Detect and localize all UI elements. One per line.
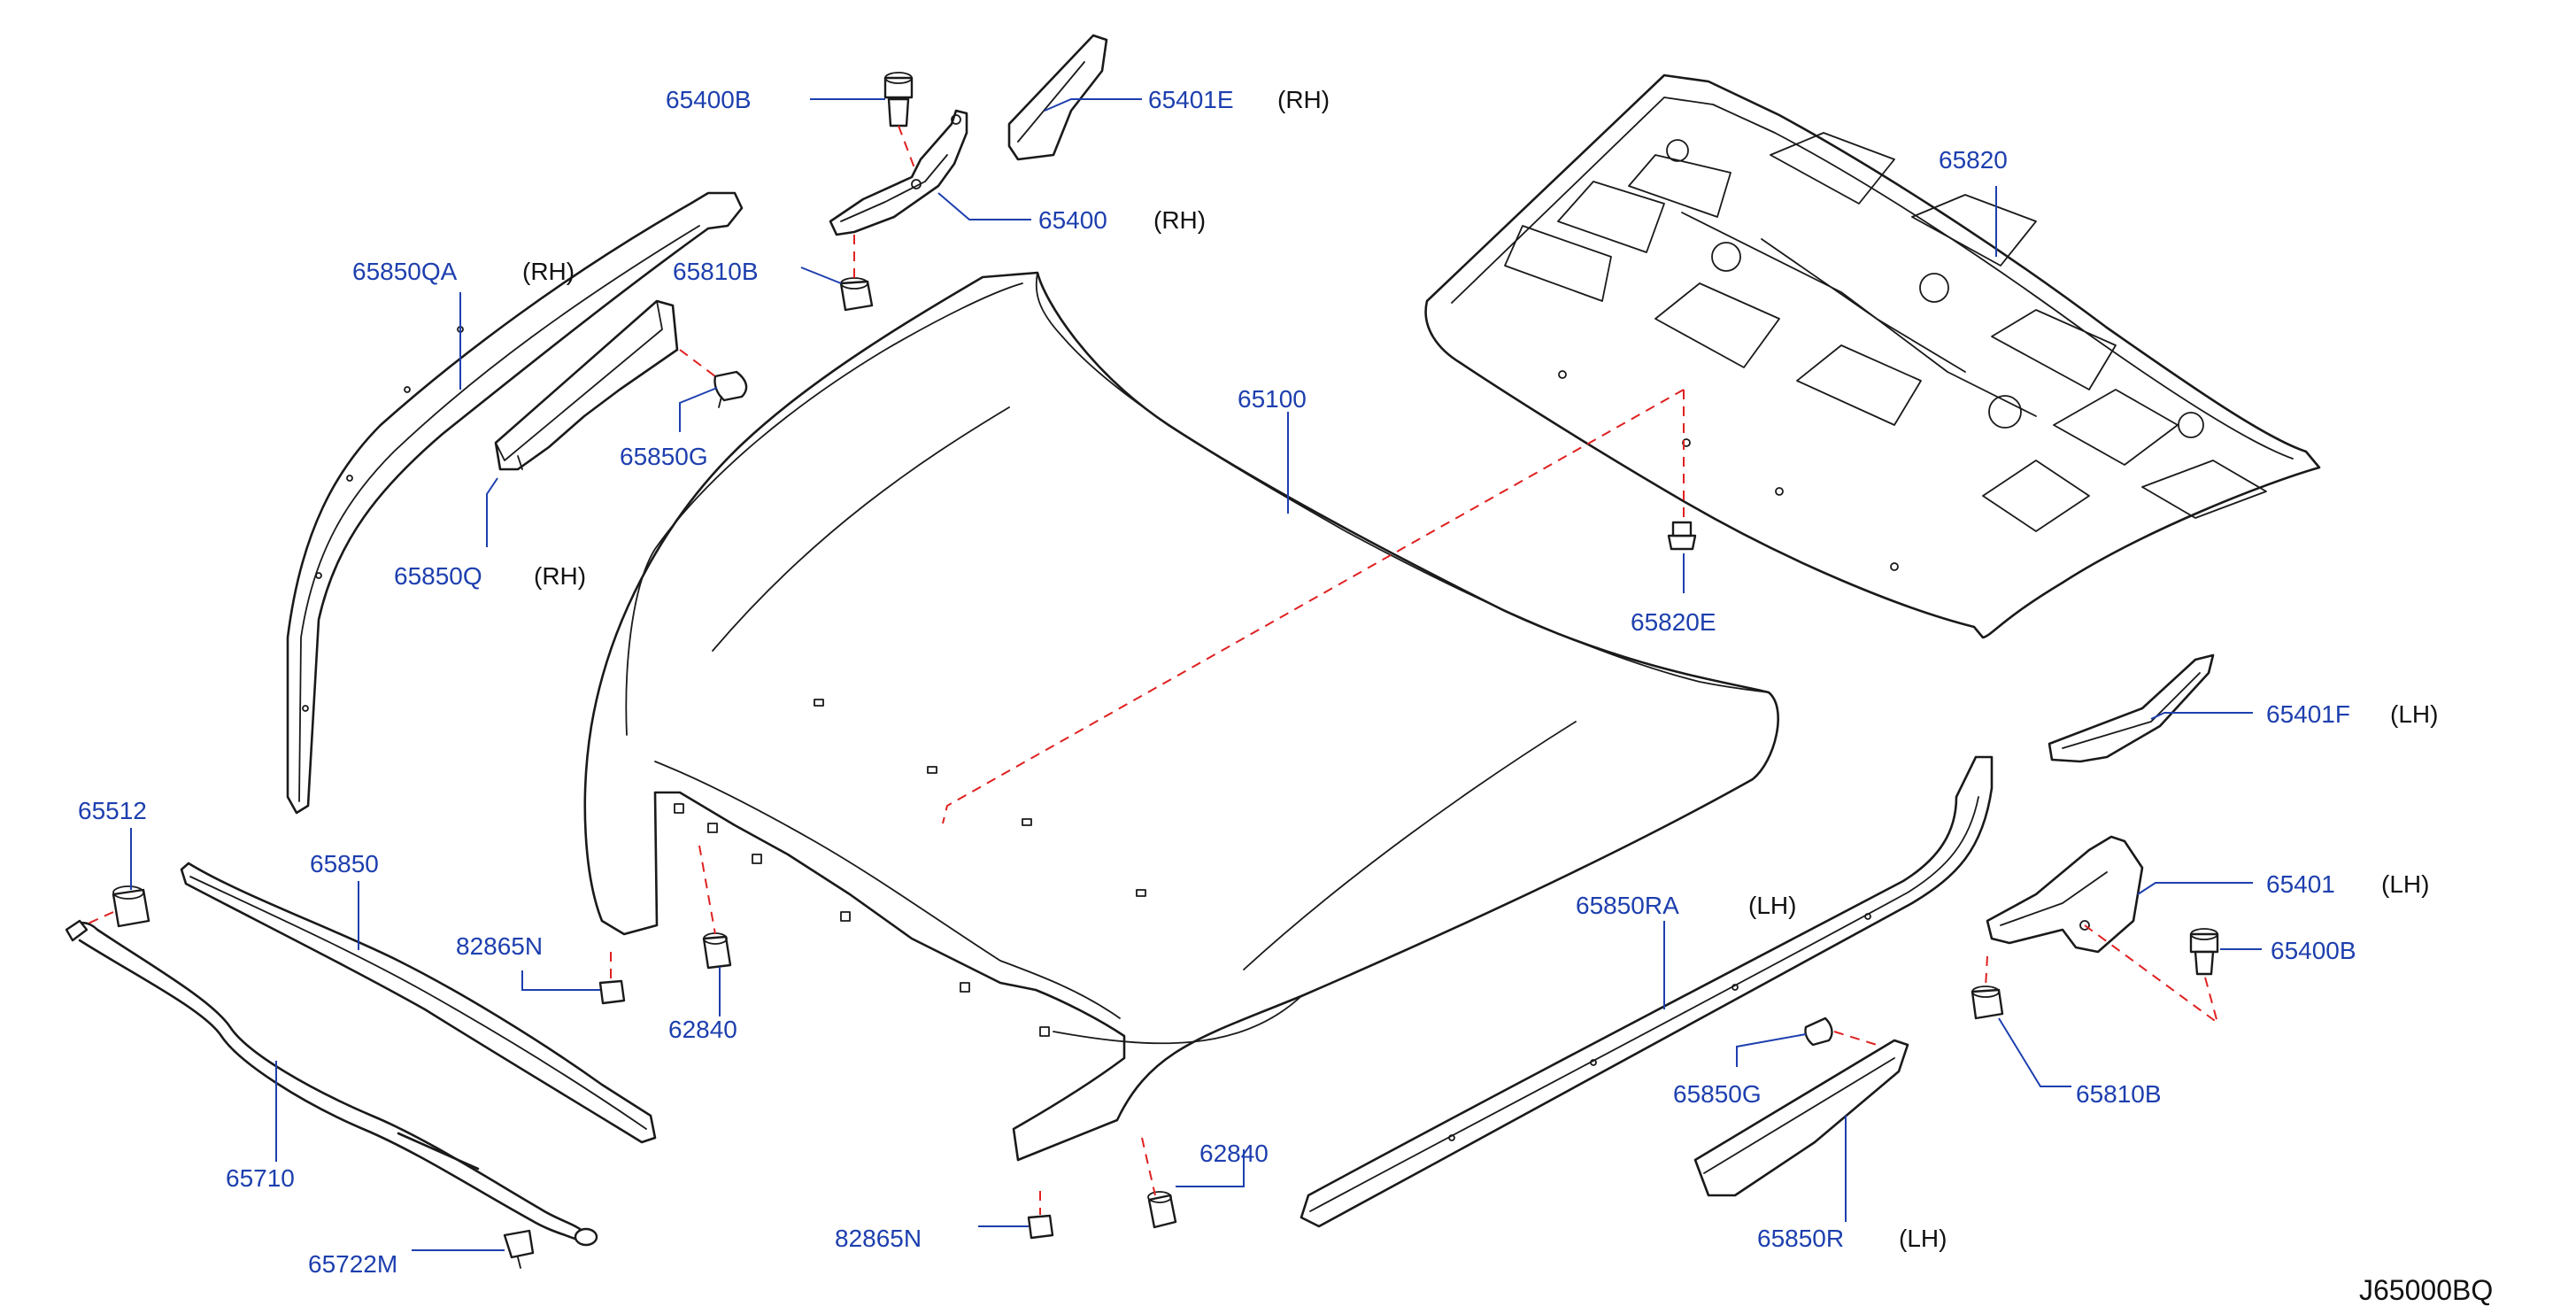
label-65400B-lower: 65400B: [2271, 937, 2356, 964]
hinge-65401: [1986, 835, 2144, 954]
bolt-65400B-lower: [2189, 928, 2219, 976]
label-65810B-lower: 65810B: [2076, 1080, 2162, 1108]
label-65401F: 65401F: [2266, 700, 2350, 728]
seal-65850QA: [286, 191, 744, 815]
side-65401F: (LH): [2390, 700, 2438, 728]
side-65850R: (LH): [1899, 1225, 1947, 1252]
bumper-82865N-upper: [598, 979, 626, 1005]
label-65850G-lower: 65850G: [1673, 1080, 1762, 1108]
label-65850QA: 65850QA: [352, 258, 458, 285]
seal-65850Q: [494, 299, 679, 471]
leader-lines: [130, 98, 2262, 1251]
bracket-65401E: [1007, 34, 1108, 161]
clip-65820E: [1667, 521, 1697, 551]
clip-65722M: [503, 1229, 535, 1269]
bumper-82865N-lower: [1027, 1214, 1054, 1240]
side-65850Q: (RH): [534, 562, 586, 590]
label-82865N-lower: 82865N: [835, 1225, 922, 1252]
label-65850R: 65850R: [1757, 1225, 1844, 1252]
label-65710: 65710: [226, 1164, 295, 1192]
label-65401E: 65401E: [1148, 86, 1234, 113]
label-65810B-upper: 65810B: [673, 258, 759, 285]
seal-65850: [180, 862, 657, 1144]
label-65850Q: 65850Q: [394, 562, 482, 590]
bracket-65401F: [2048, 653, 2215, 763]
label-65850RA: 65850RA: [1576, 892, 1679, 919]
clip-65850G-lower: [1804, 1016, 1833, 1047]
side-65400: (RH): [1153, 206, 1206, 234]
side-65401E: (RH): [1277, 86, 1330, 113]
bumper-62840-lower: [1147, 1191, 1177, 1229]
side-65401: (LH): [2381, 870, 2429, 898]
side-65850RA: (LH): [1748, 892, 1796, 919]
side-65850QA: (RH): [522, 258, 575, 285]
nut-65810B-lower: [1971, 985, 2004, 1020]
label-65400: 65400: [1038, 206, 1107, 234]
seal-65850R: [1693, 1039, 1909, 1197]
label-65850: 65850: [310, 850, 379, 877]
support-rod-65710: [65, 919, 598, 1247]
label-82865N-upper: 82865N: [456, 932, 543, 960]
hood-insulator-65820: [1424, 73, 2321, 639]
label-65820: 65820: [1939, 146, 2008, 174]
seal-65850RA: [1300, 755, 1994, 1228]
label-65820E: 65820E: [1631, 608, 1716, 636]
label-65722M: 65722M: [308, 1250, 397, 1278]
label-65100: 65100: [1238, 385, 1307, 413]
bolt-65400B-upper: [883, 72, 914, 128]
label-65512: 65512: [78, 797, 147, 824]
diagram-code: J65000BQ: [2359, 1274, 2493, 1306]
label-65400B-upper: 65400B: [666, 86, 752, 113]
hood-panel-65100: [583, 271, 1779, 1162]
label-65401: 65401: [2266, 870, 2335, 898]
label-62840-upper: 62840: [668, 1016, 737, 1043]
stopper-65512: [112, 885, 150, 928]
part-labels: 65400B 65401E (RH) 65400 (RH) 65820 6585…: [78, 86, 2493, 1306]
label-62840-lower: 62840: [1199, 1140, 1269, 1167]
clip-65850G-upper: [713, 370, 748, 408]
dashed-guides: [83, 125, 2219, 1215]
label-65850G-upper: 65850G: [620, 443, 708, 470]
bumper-62840-upper: [702, 932, 732, 970]
nut-65810B-upper: [839, 277, 874, 312]
hinge-65400: [829, 109, 968, 236]
